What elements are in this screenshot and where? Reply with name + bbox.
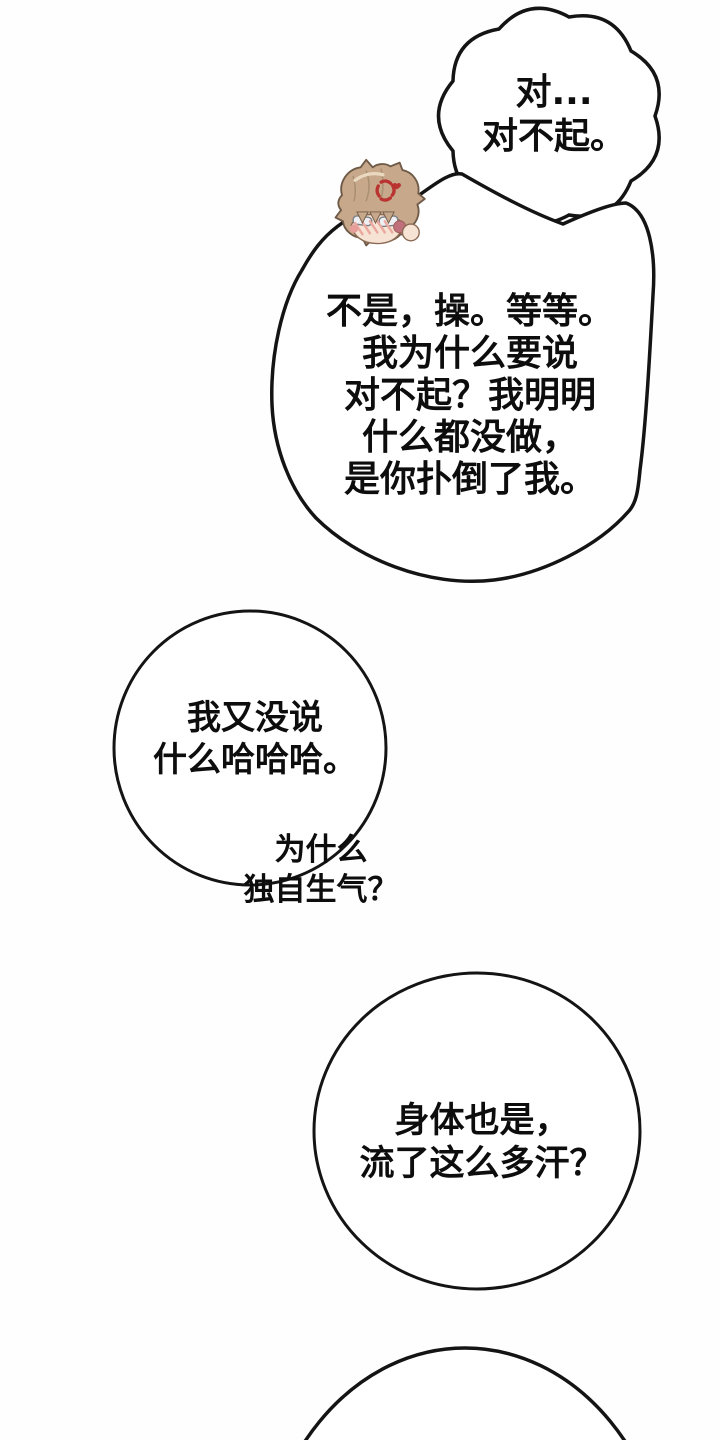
left-cheek-blush — [349, 224, 359, 233]
speech-line: 什么都没做， — [361, 417, 579, 458]
circle1-speech-text: 我又没说 什么哈哈哈。 — [153, 697, 357, 781]
speech-line: 为什么 — [274, 832, 368, 868]
bottom-partial-bubble — [303, 1346, 627, 1440]
blush-stripes — [353, 220, 394, 236]
speech-line: 独自生气？ — [243, 872, 399, 908]
circle-speech-bubble-1 — [112, 609, 388, 887]
main-speech-bubble — [270, 171, 656, 583]
speech-line: 什么哈哈哈。 — [153, 740, 357, 780]
cloud-speech-text: 对... 对不起。 — [482, 71, 626, 159]
speech-line: 对不起？我明明 — [343, 375, 597, 416]
speech-line: 对不起。 — [481, 116, 627, 157]
bangs — [356, 211, 395, 225]
heart-icon — [392, 182, 401, 190]
hair-highlight — [353, 172, 385, 182]
anger-mark-icon — [375, 179, 396, 202]
free-floating-text: 为什么 独自生气？ — [244, 830, 399, 910]
speech-line: 不是，操。等等。 — [325, 291, 615, 332]
speech-line: 对... — [515, 72, 593, 113]
main-speech-text: 不是，操。等等。 我为什么要说 对不起？我明明 什么都没做， 是你扑倒了我。 — [326, 291, 614, 501]
speech-line: 是你扑倒了我。 — [343, 459, 597, 500]
ear — [401, 223, 420, 242]
circle-speech-bubble-2 — [312, 971, 642, 1291]
circle2-speech-text: 身体也是， 流了这么多汗？ — [359, 1100, 604, 1186]
chibi-head — [334, 158, 426, 247]
speech-line: 身体也是， — [394, 1101, 570, 1141]
speech-line: 我又没说 — [187, 698, 323, 738]
speech-line: 流了这么多汗？ — [359, 1144, 605, 1184]
speech-line: 我为什么要说 — [361, 333, 579, 374]
